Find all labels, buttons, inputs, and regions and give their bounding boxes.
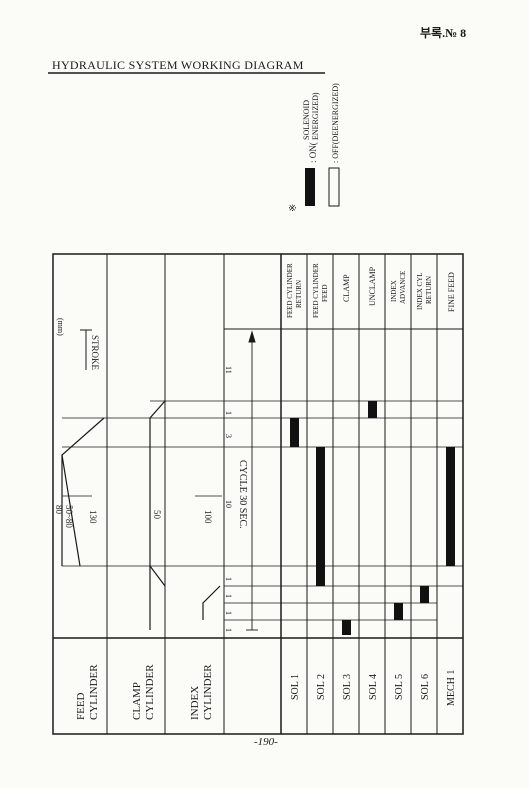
legend-on-label-solenoid: SOLENOID xyxy=(302,100,311,140)
step-label-7: 3 xyxy=(224,434,233,438)
sol4-on-bar xyxy=(368,401,377,418)
solenoid-functions: FEED CYLINDER RETURN FEED CYLINDER FEED … xyxy=(286,263,456,318)
mech1-on-bar xyxy=(446,447,455,566)
step-label-6: 10 xyxy=(224,500,233,508)
sol5-function-1: INDEX xyxy=(390,280,398,302)
sol5-label: SOL 5 xyxy=(394,674,405,700)
clamp-cylinder-profile xyxy=(149,400,166,630)
sol6-function-1: INDEX CYL xyxy=(416,272,424,310)
step-label-8: 1 xyxy=(224,411,233,415)
feed-stroke-label-2: 130 xyxy=(88,510,98,524)
sol6-function-2: RETURN xyxy=(425,276,433,304)
legend-on-label-energized: ENERGIZED) xyxy=(311,92,320,140)
step-label-9: 11 xyxy=(224,366,233,374)
sol1-function-2: RETURN xyxy=(295,280,303,308)
sol3-label: SOL 3 xyxy=(342,674,353,700)
sol1-label: SOL 1 xyxy=(290,674,301,700)
timing-table xyxy=(52,253,464,735)
stroke-label: STROKE xyxy=(90,335,100,371)
clamp-cylinder-label-1: CLAMP xyxy=(131,682,143,720)
sol6-on-bar xyxy=(420,586,429,603)
sol2-function-2: FEED xyxy=(321,285,329,303)
clamp-stroke-label: 50 xyxy=(152,510,162,520)
index-stroke-label: 100 xyxy=(203,510,213,524)
clamp-cylinder-label-2: CYLINDER xyxy=(144,664,156,720)
step-label-3: 1 xyxy=(224,594,233,598)
sol4-function: UNCLAMP xyxy=(368,266,377,306)
feed-stroke-label-1: 50~80 xyxy=(64,505,74,528)
solenoid-labels: SOL 1 SOL 2 SOL 3 SOL 4 SOL 5 SOL 6 MECH… xyxy=(290,670,457,706)
cycle-label: CYCLE 30 SEC. xyxy=(237,460,248,529)
sol3-on-bar xyxy=(342,620,351,635)
index-cylinder-label-2: CYLINDER xyxy=(202,664,214,720)
legend-off-swatch xyxy=(328,167,340,207)
feed-cylinder-label-2: CYLINDER xyxy=(88,664,100,720)
sol2-label: SOL 2 xyxy=(316,674,327,700)
mech1-label: MECH 1 xyxy=(446,670,457,706)
index-cylinder-profile xyxy=(195,495,222,620)
page-footer: -190- xyxy=(254,736,278,748)
diagram-title: HYDRAULIC SYSTEM WORKING DIAGRAM xyxy=(52,58,304,72)
legend: ※ : ON( SOLENOID ENERGIZED) : OFF(DEENER… xyxy=(288,83,340,212)
feed-cylinder-profile xyxy=(61,417,105,567)
sol2-function-1: FEED CYLINDER xyxy=(312,263,320,318)
step-label-2: 1 xyxy=(224,611,233,615)
legend-on-label: : ON( xyxy=(308,142,318,163)
cylinder-labels: FEED CYLINDER CLAMP CYLINDER INDEX CYLIN… xyxy=(75,664,214,720)
feed-cylinder-label-1: FEED xyxy=(75,692,87,720)
sol1-function-1: FEED CYLINDER xyxy=(286,263,294,318)
sol1-on-bar xyxy=(290,418,299,447)
sol4-label: SOL 4 xyxy=(368,674,379,700)
feed-left-label: 80 xyxy=(54,505,64,515)
legend-marker: ※ xyxy=(288,204,299,212)
legend-off-label: : OFF(DEENERGIZED) xyxy=(331,83,340,163)
index-cylinder-label-1: INDEX xyxy=(189,686,201,720)
stroke-unit: (mm) xyxy=(56,318,65,336)
sol5-on-bar xyxy=(394,603,403,620)
stroke-arrow: STROKE (mm) xyxy=(56,318,100,371)
sol3-function: CLAMP xyxy=(342,274,351,302)
mech1-function: FINE FEED xyxy=(447,272,456,312)
page-number: 부록.№ 8 xyxy=(420,26,467,40)
solenoid-bars xyxy=(290,401,455,635)
sol5-function-2: ADVANCE xyxy=(399,271,407,304)
step-label-1: 1 xyxy=(224,628,233,632)
step-label-4: 1 xyxy=(224,577,233,581)
sol2-on-bar xyxy=(316,447,325,586)
legend-on-swatch xyxy=(305,168,315,206)
sol6-label: SOL 6 xyxy=(420,674,431,700)
